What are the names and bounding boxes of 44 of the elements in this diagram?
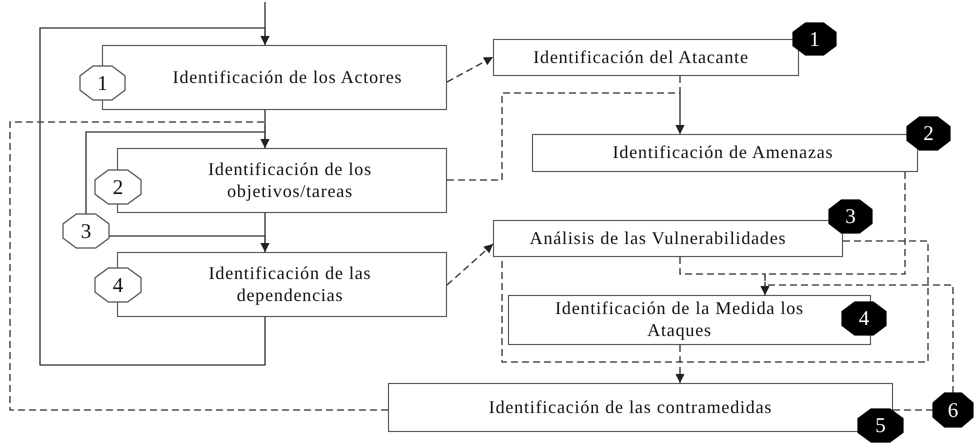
step-number: 5 bbox=[875, 413, 886, 438]
dashed-connector bbox=[893, 409, 933, 411]
dashed-connector bbox=[676, 76, 684, 134]
filled-octagon-marker bbox=[829, 200, 872, 233]
step-number: 4 bbox=[112, 272, 124, 298]
octagon-marker bbox=[63, 214, 109, 248]
filled-octagon-marker bbox=[793, 23, 836, 55]
filled-octagon-marker bbox=[933, 393, 973, 427]
step-number: 2 bbox=[112, 174, 124, 200]
box-label: Análisis de las Vulnerabilidades bbox=[530, 228, 786, 250]
filled-octagon-marker bbox=[907, 117, 950, 150]
step-number: 3 bbox=[845, 204, 856, 229]
connector bbox=[85, 131, 270, 214]
box-label: Identificación de las contramedidas bbox=[488, 396, 772, 418]
box-label: Identificación de Amenazas bbox=[612, 142, 834, 164]
connector bbox=[260, 213, 270, 252]
box-label: Identificación de los objetivos/tareas bbox=[207, 158, 373, 202]
filled-octagon-marker bbox=[842, 302, 886, 335]
box-label: Identificación de los Actores bbox=[172, 66, 402, 88]
dashed-connector bbox=[676, 345, 684, 383]
box-label: Identificación de la Medida los Ataques bbox=[554, 298, 805, 342]
dashed-connector bbox=[760, 284, 954, 393]
process-box bbox=[493, 220, 843, 257]
step-number: 3 bbox=[80, 218, 92, 244]
box-label: Identificación de las dependencias bbox=[208, 262, 372, 306]
step-number: 1 bbox=[97, 70, 108, 96]
octagon-marker bbox=[95, 170, 141, 204]
step-number: 2 bbox=[923, 121, 934, 146]
dashed-connector bbox=[446, 244, 494, 286]
process-box bbox=[493, 39, 799, 76]
connector bbox=[39, 27, 270, 366]
filled-octagon-marker bbox=[858, 409, 903, 442]
box-label: Identificación del Atacante bbox=[533, 46, 749, 68]
octagon-marker bbox=[95, 268, 141, 302]
process-box bbox=[388, 383, 893, 432]
process-box bbox=[532, 134, 918, 172]
dashed-connector bbox=[9, 121, 388, 411]
step-number: 1 bbox=[809, 26, 820, 52]
step-number: 4 bbox=[858, 306, 870, 331]
dashed-connector bbox=[446, 56, 494, 83]
dashed-connector bbox=[501, 240, 929, 363]
octagon-marker bbox=[80, 66, 125, 100]
process-box bbox=[508, 295, 871, 345]
step-number: 6 bbox=[948, 398, 958, 422]
